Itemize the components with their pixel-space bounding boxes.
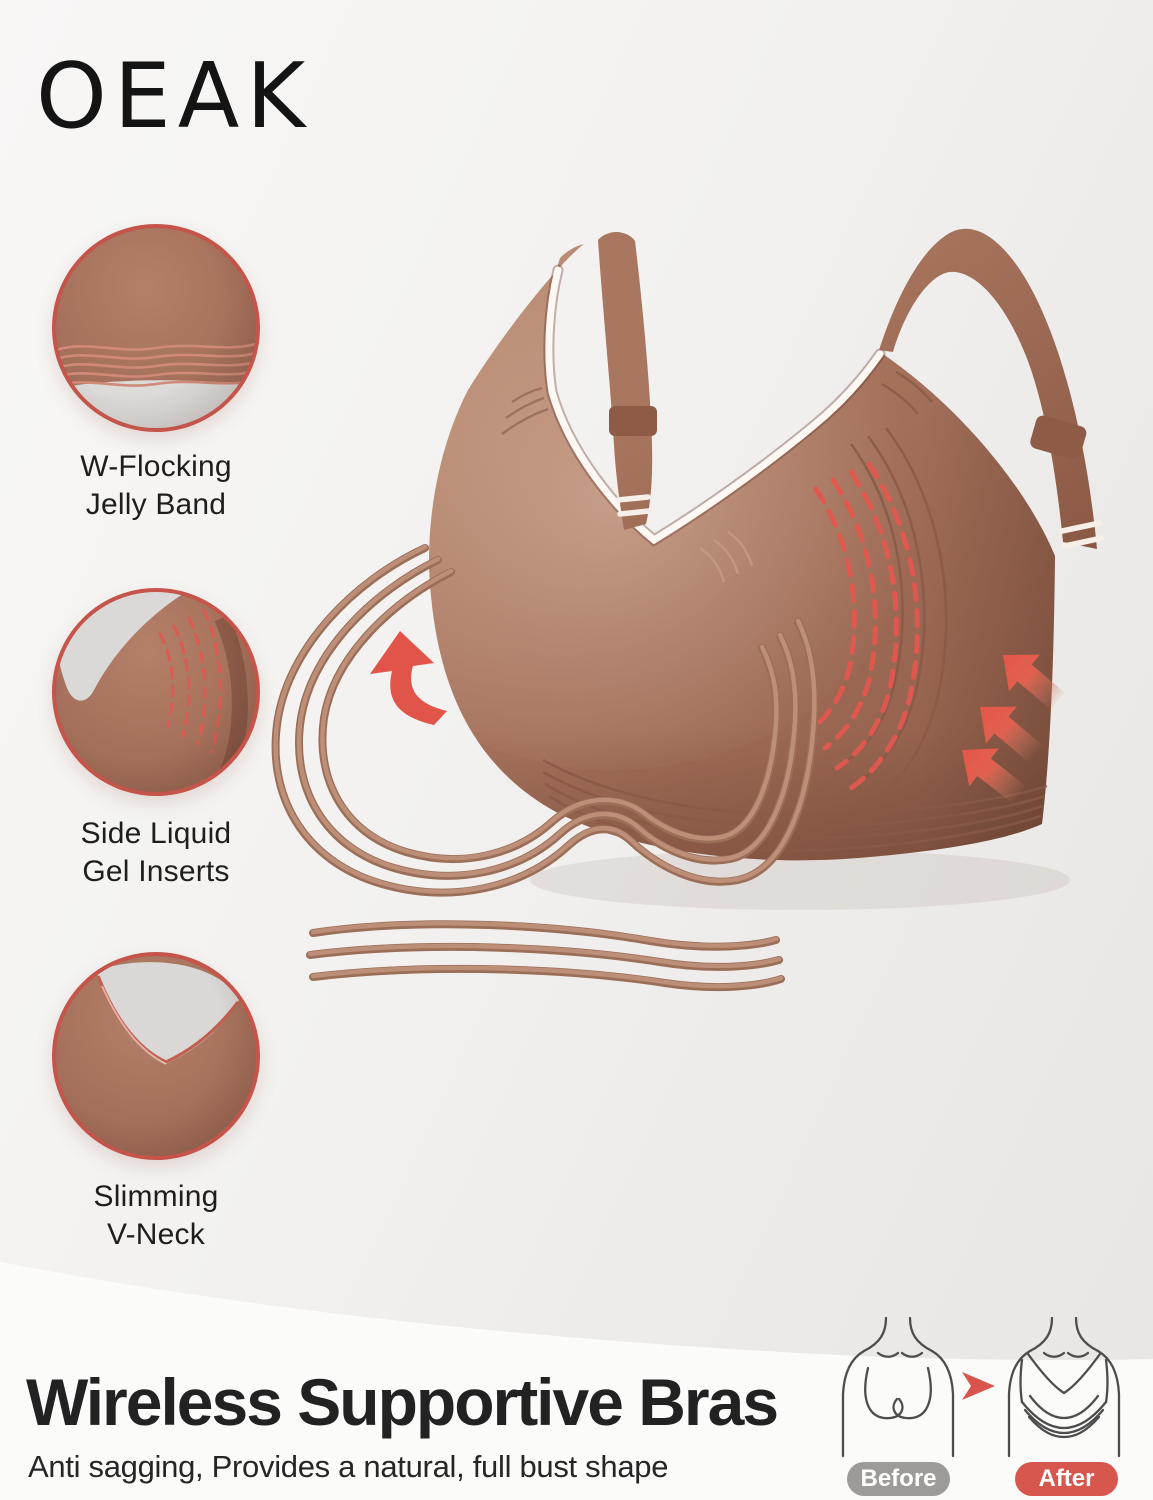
shoulder-rib-ticks [501,370,933,435]
right-strap-stripes [1059,520,1105,549]
feature-label-line: Side Liquid [80,817,232,850]
neckline-trim [543,264,886,547]
feature-label-line: V-Neck [107,1218,205,1251]
left-strap-adjuster [609,406,657,436]
before-badge: Before [847,1462,950,1496]
circle-vignette [56,956,256,1156]
page-subtitle: Anti sagging, Provides a natural, full b… [28,1449,669,1484]
feature-zoom-circle-v-neck [52,952,260,1160]
backdrop-curve [0,1262,1153,1500]
feature-zoom-circle-gel-inserts [52,588,260,796]
right-strap [879,228,1105,549]
jelly-band-detail [56,342,256,428]
circle-vignette [56,592,256,792]
page-title: Wireless Supportive Bras [26,1365,779,1439]
feature-label-line: Gel Inserts [82,855,230,888]
feature-label-line: Slimming [93,1180,219,1213]
feature-label-jelly-band: W-Flocking Jelly Band [15,448,297,524]
before-figure [841,1316,955,1458]
right-strap-adjuster [1030,415,1087,460]
gel-inserts-detail [56,592,248,780]
jelly-band-strands [271,544,819,897]
after-figure [1007,1316,1121,1458]
v-neck-ridges [699,530,754,583]
feature-label-line: W-Flocking [80,450,232,483]
jelly-strips-lower [306,920,785,992]
feature-label-gel-inserts: Side Liquid Gel Inserts [15,815,297,891]
curved-lift-arrow [370,631,447,725]
feature-label-line: Jelly Band [85,488,227,521]
before-after-arrow-icon [962,1372,995,1400]
brand-logo: OEAK [36,44,313,149]
v-neck-detail [96,962,240,1065]
left-strap [598,232,657,530]
circle-vignette [56,228,256,428]
cup-ridge-lines [843,427,948,806]
feature-label-v-neck: Slimming V-Neck [15,1178,297,1254]
gel-insert-dashes [809,461,920,791]
lift-arrows [962,654,1066,803]
feature-zoom-circle-jelly-band [52,224,260,432]
after-badge: After [1015,1462,1118,1496]
left-strap-stripes [615,494,652,517]
